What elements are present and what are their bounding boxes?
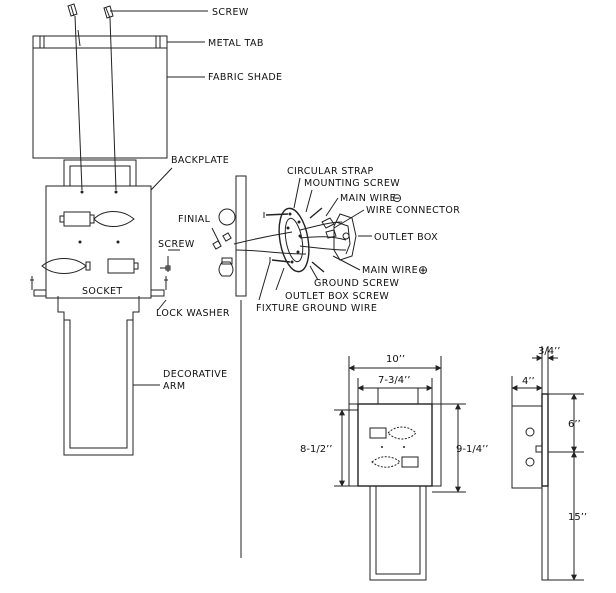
finial bbox=[218, 208, 236, 226]
label-circular-strap: CIRCULAR STRAP bbox=[287, 166, 374, 177]
label-backplate: BACKPLATE bbox=[171, 155, 229, 166]
label-outlet-box: OUTLET BOX bbox=[374, 232, 438, 243]
dim-height-right: 9-1/4’’ bbox=[456, 444, 488, 455]
dim-side-upper: 6’’ bbox=[568, 419, 581, 430]
metal-tab bbox=[32, 35, 168, 49]
front-backplate bbox=[357, 403, 433, 487]
side-dimension-labels: 3/4’’ 4’’ 6’’ 15’’ bbox=[522, 346, 587, 523]
top-screw-right bbox=[103, 5, 114, 19]
label-socket: SOCKET bbox=[82, 286, 123, 297]
outlet-box bbox=[333, 213, 357, 261]
front-dimension-labels: 10’’ 7-3/4’’ 8-1/2’’ 9-1/4’’ bbox=[300, 354, 488, 455]
label-fabric-shade: FABRIC SHADE bbox=[208, 72, 282, 83]
fabric-shade bbox=[32, 47, 168, 159]
label-mounting-screw: MOUNTING SCREW bbox=[304, 178, 400, 189]
label-metal-tab: METAL TAB bbox=[208, 38, 264, 49]
label-outlet-box-screw: OUTLET BOX SCREW bbox=[285, 291, 389, 302]
dim-width-total: 10’’ bbox=[386, 354, 405, 365]
side-dimension-view bbox=[511, 346, 584, 581]
lower-socket-and-bulb bbox=[41, 258, 139, 274]
front-dimension-view bbox=[334, 356, 466, 581]
backplate bbox=[45, 185, 152, 299]
label-wire-connector: WIRE CONNECTOR bbox=[366, 205, 460, 216]
label-screw-top: SCREW bbox=[212, 7, 249, 18]
upper-socket-and-bulb bbox=[59, 211, 135, 227]
dim-side-depth: 4’’ bbox=[522, 376, 535, 387]
label-screw-side: SCREW bbox=[158, 239, 195, 250]
part-labels: SCREW METAL TAB FABRIC SHADE BACKPLATE C… bbox=[82, 7, 460, 392]
label-arm: ARM bbox=[163, 381, 186, 392]
circular-strap bbox=[278, 207, 310, 273]
top-screw-left bbox=[67, 3, 78, 17]
label-decorative: DECORATIVE bbox=[163, 369, 228, 380]
side-box bbox=[511, 405, 543, 489]
plus-symbol-icon: ⊕ bbox=[418, 263, 428, 277]
dim-side-top: 3/4’’ bbox=[538, 346, 560, 357]
minus-symbol-icon: ⊖ bbox=[392, 191, 402, 205]
label-main-wire-minus: MAIN WIRE bbox=[340, 193, 396, 204]
fixture-side-profile bbox=[235, 175, 247, 297]
label-fixture-ground-wire: FIXTURE GROUND WIRE bbox=[256, 303, 377, 314]
exploded-front-view bbox=[30, 3, 208, 456]
dim-height-left: 8-1/2’’ bbox=[300, 444, 332, 455]
label-ground-screw: GROUND SCREW bbox=[314, 278, 400, 289]
label-lock-washer: LOCK WASHER bbox=[156, 308, 230, 319]
label-main-wire-plus: MAIN WIRE bbox=[362, 265, 418, 276]
decorative-arm bbox=[57, 296, 140, 456]
side-exploded-view bbox=[211, 175, 372, 558]
dim-width-inner: 7-3/4’’ bbox=[378, 375, 410, 386]
label-finial: FINIAL bbox=[178, 214, 211, 225]
dim-side-lower: 15’’ bbox=[568, 512, 587, 523]
